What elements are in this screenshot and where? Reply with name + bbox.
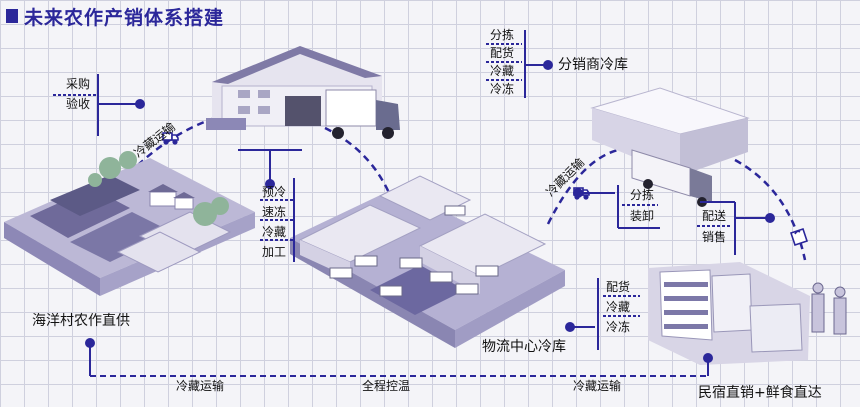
bottom-line-label: 冷藏运输 bbox=[176, 379, 225, 393]
bottom-line-label: 冷藏运输 bbox=[573, 379, 622, 393]
distributor-op-item: 冷藏 bbox=[490, 64, 515, 78]
distributor-op-item: 冷冻 bbox=[490, 82, 515, 96]
warehouse-top-item: 加工 bbox=[262, 245, 287, 259]
arc-farm-to-barn bbox=[96, 116, 216, 211]
warehouse-side-item: 冷藏 bbox=[606, 300, 631, 314]
retail-op-item: 配送 bbox=[702, 209, 727, 223]
node-label-distributor: 分销商冷库 bbox=[558, 57, 628, 73]
distributor-warehouse-illustration bbox=[590, 87, 750, 207]
node-label-retail: 民宿直销+鲜食直达 bbox=[698, 385, 822, 401]
logistics-center-illustration bbox=[290, 175, 565, 348]
barn-truck bbox=[325, 89, 400, 139]
arc-warehouse-to-distributor bbox=[546, 148, 619, 225]
node-label-farm: 海洋村农作直供 bbox=[32, 313, 130, 329]
distributor-unload-item: 装卸 bbox=[630, 209, 655, 223]
farm-island-illustration bbox=[4, 151, 255, 296]
cold-barn-illustration bbox=[206, 46, 400, 139]
distributor-op-item: 分拣 bbox=[490, 28, 515, 42]
warehouse-top-item: 预冷 bbox=[262, 185, 287, 199]
delivery-bag-icon bbox=[789, 227, 809, 247]
arc-barn-to-warehouse bbox=[324, 126, 392, 196]
node-label-warehouse: 物流中心冷库 bbox=[482, 339, 566, 355]
bottom-line-label: 全程控温 bbox=[362, 379, 411, 393]
farm-op-item: 采购 bbox=[66, 77, 91, 91]
anchor-dots bbox=[85, 60, 775, 363]
title-marker bbox=[6, 9, 18, 23]
distributor-op-item: 配货 bbox=[490, 46, 515, 60]
warehouse-side-item: 配货 bbox=[606, 280, 631, 294]
parked-trucks bbox=[329, 205, 499, 297]
warehouse-top-item: 速冻 bbox=[262, 205, 287, 219]
page-title: 未来农作产销体系搭建 bbox=[6, 4, 225, 29]
flow-arcs bbox=[96, 116, 807, 261]
warehouse-top-item: 冷藏 bbox=[262, 225, 287, 239]
people-figures bbox=[811, 282, 847, 335]
arc-distributor-to-retail bbox=[734, 158, 807, 261]
tree-cluster bbox=[88, 151, 229, 226]
warehouse-side-item: 冷冻 bbox=[606, 320, 631, 334]
retail-shop-illustration bbox=[648, 262, 847, 365]
connector-lines bbox=[53, 30, 770, 377]
distributor-truck bbox=[631, 149, 712, 207]
farm-op-item: 验收 bbox=[66, 97, 91, 111]
distributor-unload-item: 分拣 bbox=[630, 188, 655, 202]
page-title-text: 未来农作产销体系搭建 bbox=[24, 6, 225, 29]
retail-op-item: 销售 bbox=[702, 230, 727, 244]
truck-icon bbox=[162, 132, 179, 145]
